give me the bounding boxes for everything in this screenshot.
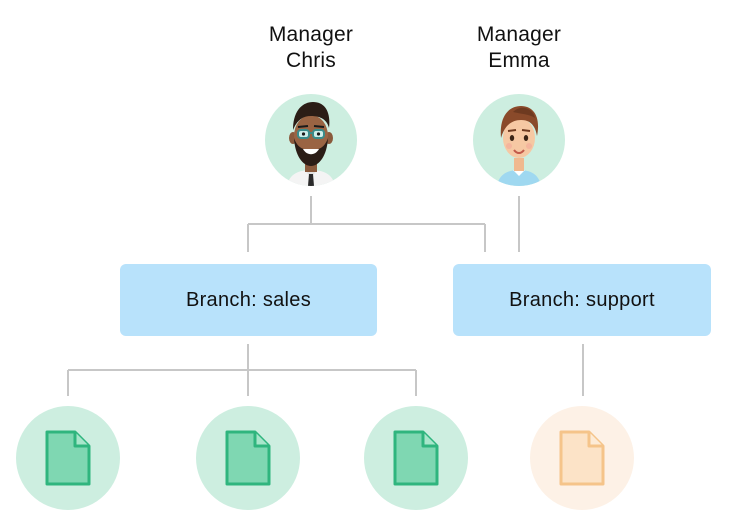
sales-file-node-3	[364, 406, 468, 510]
woman-icon	[497, 106, 541, 186]
manager-emma-avatar	[473, 94, 565, 186]
manager-emma-name: Emma	[488, 49, 550, 72]
manager-emma-label: Manager Emma	[439, 22, 599, 74]
sales-file-node-2	[196, 406, 300, 510]
manager-chris-label: Manager Chris	[231, 22, 391, 74]
manager-chris-avatar	[265, 94, 357, 186]
branch-support-label: Branch: support	[509, 288, 655, 311]
sales-file-node-1	[16, 406, 120, 510]
support-file-node	[530, 406, 634, 510]
manager-emma-title: Manager	[476, 23, 562, 46]
branch-support: Branch: support	[453, 264, 711, 336]
bearded-man-icon	[287, 102, 335, 186]
branch-sales: Branch: sales	[120, 264, 377, 336]
file-icon	[559, 430, 605, 486]
manager-chris-title: Manager	[268, 23, 354, 46]
file-icon	[225, 430, 271, 486]
file-icon	[393, 430, 439, 486]
file-icon	[45, 430, 91, 486]
branch-sales-label: Branch: sales	[185, 288, 312, 311]
manager-chris-name: Chris	[285, 49, 336, 72]
